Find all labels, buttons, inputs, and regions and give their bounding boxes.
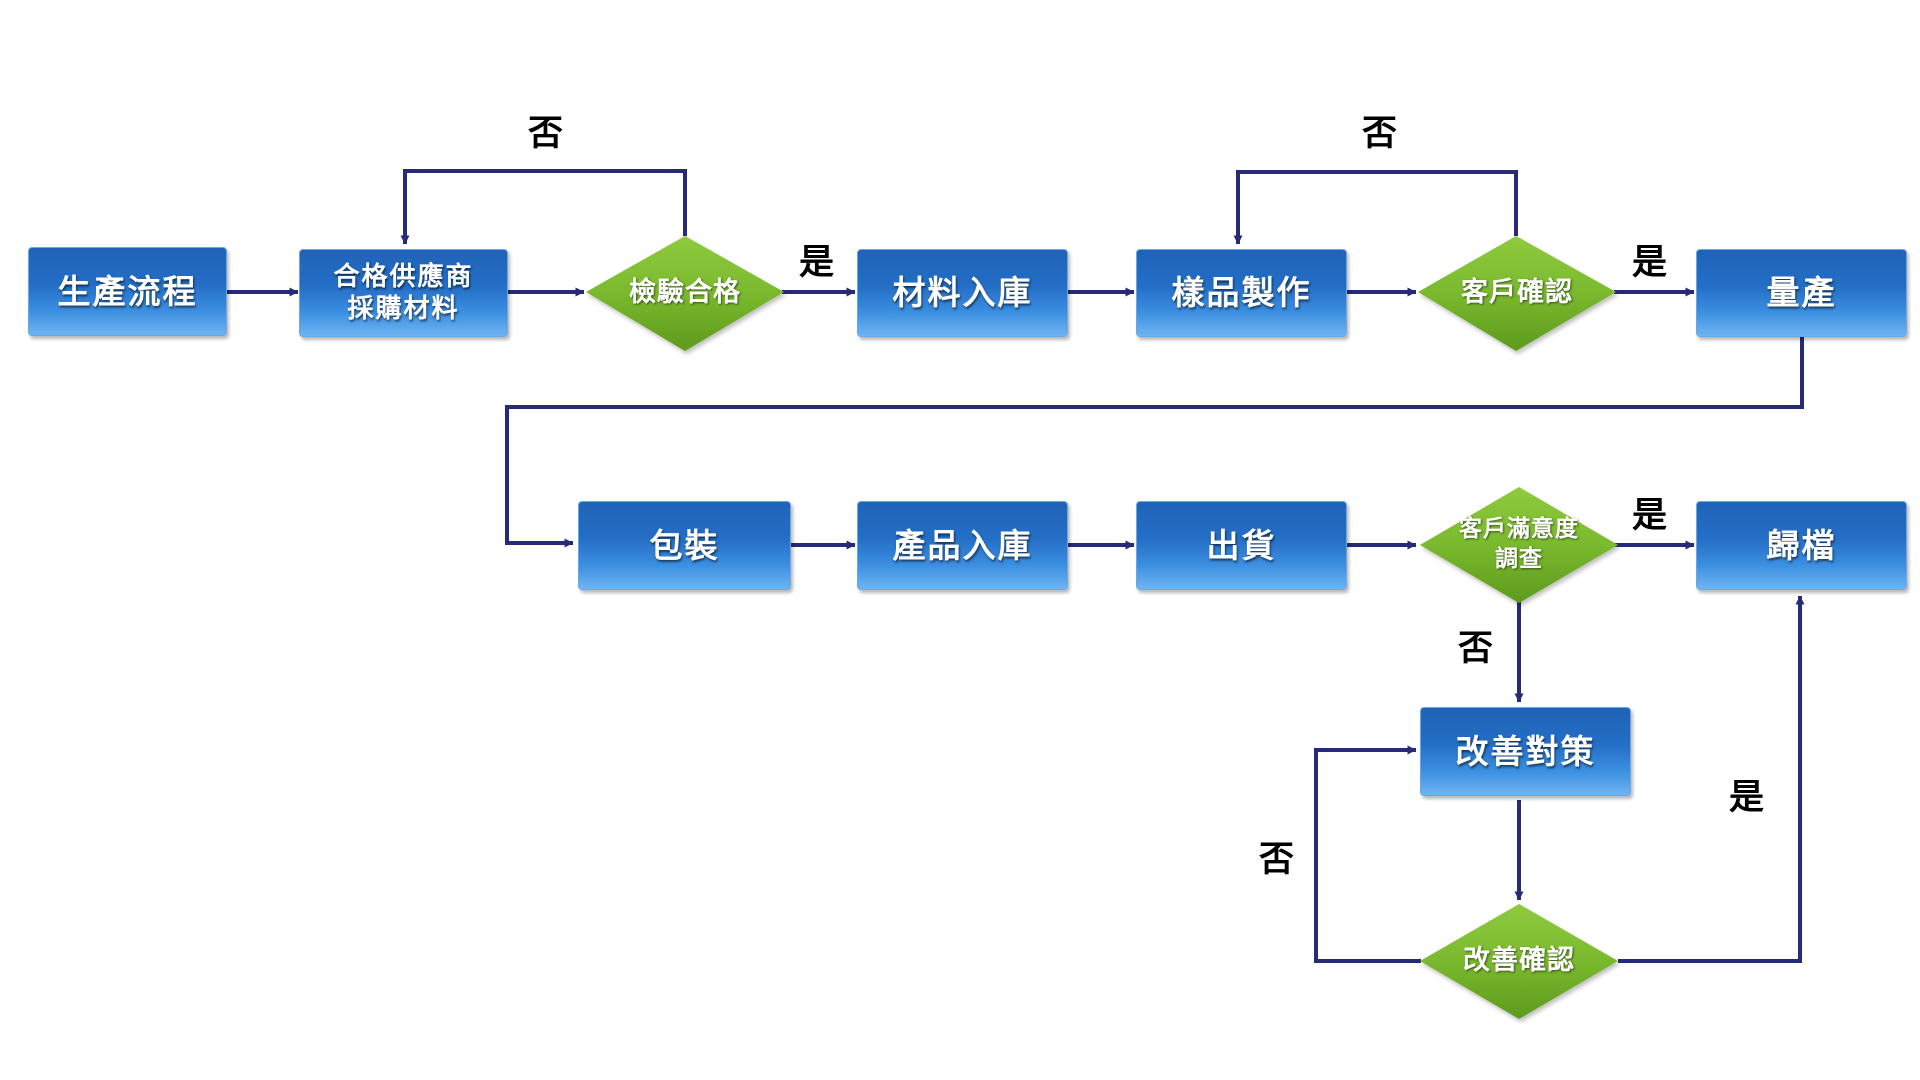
arrow-improve-confirm-no-loop bbox=[1314, 745, 1421, 963]
edge-label-inspect-yes: 是 bbox=[799, 243, 835, 283]
decision-inspect-shape[interactable] bbox=[586, 236, 784, 351]
arrow-inspect-no-loop bbox=[400, 169, 687, 245]
arrow-improve-confirm-yes-to-archive bbox=[1618, 595, 1805, 963]
decision-satisfaction-shape[interactable] bbox=[1420, 487, 1618, 603]
decision-shapes bbox=[586, 236, 1618, 1019]
edge-label-satisfaction-no: 否 bbox=[1458, 629, 1494, 669]
edge-label-confirm-yes: 是 bbox=[1632, 243, 1668, 283]
node-start[interactable]: 生產流程 bbox=[28, 247, 227, 336]
node-mass-production[interactable]: 量產 bbox=[1696, 249, 1907, 337]
node-packaging[interactable]: 包裝 bbox=[578, 501, 791, 590]
connectors bbox=[227, 169, 1805, 963]
arrow-confirm-no-loop bbox=[1233, 170, 1518, 245]
node-shipping[interactable]: 出貨 bbox=[1136, 501, 1347, 590]
decision-improve-confirm-shape[interactable] bbox=[1420, 904, 1618, 1019]
node-archive[interactable]: 歸檔 bbox=[1696, 501, 1907, 590]
edge-label-inspect-no: 否 bbox=[528, 114, 564, 154]
edge-label-improve-yes: 是 bbox=[1729, 778, 1765, 818]
node-improve-plan[interactable]: 改善對策 bbox=[1420, 707, 1631, 796]
edge-label-improve-no: 否 bbox=[1259, 840, 1295, 880]
decision-customer-confirm-shape[interactable] bbox=[1418, 236, 1616, 351]
arrow-mass-to-packaging bbox=[505, 337, 1804, 548]
node-supplier[interactable]: 合格供應商 採購材料 bbox=[299, 249, 508, 337]
node-sample[interactable]: 樣品製作 bbox=[1136, 249, 1347, 337]
node-product-in[interactable]: 產品入庫 bbox=[857, 501, 1068, 590]
edge-label-confirm-no: 否 bbox=[1362, 114, 1398, 154]
edge-label-satisfaction-yes: 是 bbox=[1632, 496, 1668, 536]
node-material-in[interactable]: 材料入庫 bbox=[857, 249, 1068, 337]
